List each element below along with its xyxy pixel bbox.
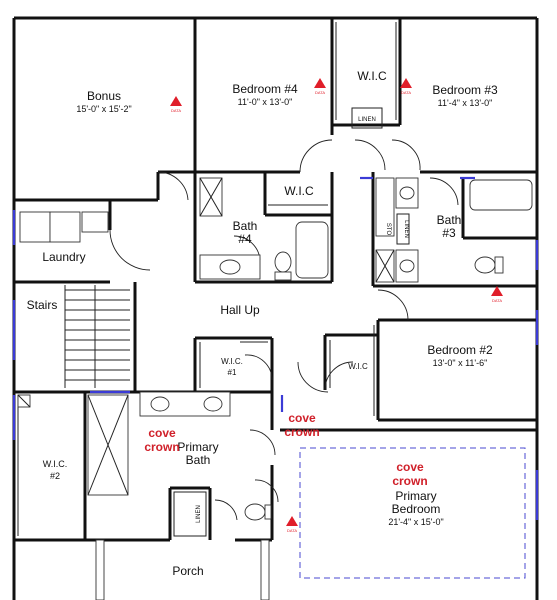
bathtub-icon bbox=[469, 179, 533, 211]
data-tag: DATA bbox=[171, 108, 181, 113]
data-marker-icon bbox=[400, 78, 412, 88]
data-markers: DATA DATA DATA DATA DATA bbox=[170, 78, 503, 533]
room-name-porch: Porch bbox=[172, 564, 203, 578]
room-num-wic1: #1 bbox=[228, 368, 237, 377]
room-name-linen-pb: LINEN bbox=[196, 505, 202, 523]
bathtub-icon bbox=[295, 221, 329, 279]
cove-crown-hall-2: crown bbox=[284, 425, 319, 439]
room-num-bath3: #3 bbox=[442, 226, 456, 240]
data-tag: DATA bbox=[401, 90, 411, 95]
room-num-bath4: #4 bbox=[238, 232, 252, 246]
room-name-bonus: Bonus bbox=[87, 89, 121, 103]
room-name-hall: Hall Up bbox=[220, 303, 260, 317]
cove-crown-bedroom-1: cove bbox=[396, 460, 424, 474]
room-name-primary-bedroom-2: Bedroom bbox=[392, 502, 441, 516]
toilet-icon bbox=[244, 503, 266, 521]
room-num-wic2: #2 bbox=[50, 471, 60, 481]
room-name-bedroom3: Bedroom #3 bbox=[432, 83, 498, 97]
room-name-laundry: Laundry bbox=[42, 250, 85, 264]
sink-icon bbox=[150, 396, 170, 412]
room-name-bedroom2: Bedroom #2 bbox=[427, 343, 493, 357]
data-tag: DATA bbox=[492, 298, 502, 303]
room-name-primary-bath-2: Bath bbox=[186, 453, 211, 467]
cove-crown-bedroom-2: crown bbox=[392, 474, 427, 488]
room-name-wic2: W.I.C. bbox=[43, 459, 68, 469]
room-name-wic-bed2: W.I.C bbox=[348, 362, 368, 371]
windows bbox=[12, 176, 539, 520]
room-name-primary-bath: Primary bbox=[177, 440, 218, 454]
data-tag: DATA bbox=[287, 528, 297, 533]
data-marker-icon bbox=[314, 78, 326, 88]
room-name-bath3: Bath bbox=[437, 213, 462, 227]
cove-crown-primary-bath-2: crown bbox=[144, 440, 179, 454]
room-dims-bedroom2: 13'-0" x 11'-6" bbox=[433, 358, 488, 368]
room-name-wic-top: W.I.C bbox=[357, 69, 387, 83]
fixtures bbox=[17, 22, 533, 600]
stairs-icon bbox=[64, 285, 130, 388]
room-name-bedroom4: Bedroom #4 bbox=[232, 82, 298, 96]
toilet-icon bbox=[474, 256, 496, 274]
room-labels: Bonus 15'-0" x 15'-2" Bedroom #4 11'-0" … bbox=[27, 69, 498, 578]
bed-area-outline bbox=[299, 447, 526, 579]
data-tag: DATA bbox=[315, 90, 325, 95]
room-dims-primary-bedroom: 21'-4" x 15'-0" bbox=[388, 517, 443, 527]
washer-icon bbox=[19, 211, 51, 243]
room-name-wic1: W.I.C. bbox=[221, 357, 243, 366]
room-name-linen-top: LINEN bbox=[358, 117, 376, 123]
data-marker-icon bbox=[491, 286, 503, 296]
room-name-sto: STO bbox=[385, 223, 391, 236]
cove-crown-primary-bath-1: cove bbox=[148, 426, 176, 440]
room-name-stairs: Stairs bbox=[27, 298, 58, 312]
room-name-bath4: Bath bbox=[233, 219, 258, 233]
walls bbox=[12, 16, 539, 600]
door-swings bbox=[109, 139, 459, 521]
room-name-wic-mid: W.I.C bbox=[284, 184, 314, 198]
toilet-icon bbox=[274, 251, 292, 273]
room-dims-bedroom3: 11'-4" x 13'-0" bbox=[438, 98, 493, 108]
dryer-icon bbox=[49, 211, 81, 243]
room-name-primary-bedroom: Primary bbox=[395, 489, 436, 503]
cove-crown-hall-1: cove bbox=[288, 411, 316, 425]
sink-icon bbox=[219, 259, 241, 275]
room-dims-bonus: 15'-0" x 15'-2" bbox=[76, 104, 131, 114]
room-name-linen-bath3: LINEN bbox=[403, 220, 409, 238]
data-marker-icon bbox=[170, 96, 182, 106]
room-dims-bedroom4: 11'-0" x 13'-0" bbox=[238, 97, 293, 107]
data-marker-icon bbox=[286, 516, 298, 526]
sink-icon bbox=[203, 396, 223, 412]
annotations: cove crown cove crown cove crown bbox=[144, 411, 427, 488]
